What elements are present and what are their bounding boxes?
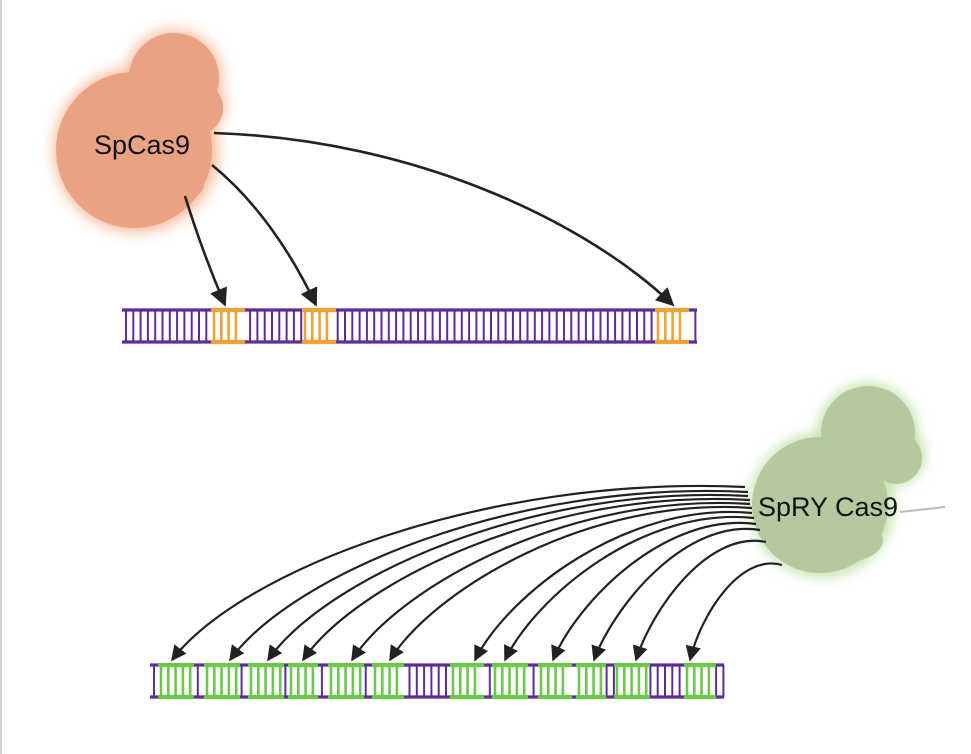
spry-label: SpRY Cas9 xyxy=(758,492,898,522)
curved-arrow-icon xyxy=(685,562,783,662)
curved-arrow-icon xyxy=(213,131,675,307)
curved-arrow-icon xyxy=(632,539,767,662)
curved-arrow-icon xyxy=(211,163,318,307)
dna-ladder-icon xyxy=(150,662,725,700)
dna-ladder-icon xyxy=(122,307,697,345)
curved-arrow-icon xyxy=(389,505,753,662)
curved-arrow-icon xyxy=(591,527,761,662)
curved-arrow-icon xyxy=(183,195,227,307)
curved-arrow-icon xyxy=(267,493,749,662)
curved-arrow-icon xyxy=(504,515,755,662)
protein-blob-icon xyxy=(752,386,922,573)
curved-arrow-icon xyxy=(171,484,746,662)
curved-arrow-icon xyxy=(229,489,749,662)
arrow-tail xyxy=(899,506,946,513)
curved-arrow-icon xyxy=(351,501,751,662)
spcas9-label: SpCas9 xyxy=(94,130,190,160)
spcas9-arrows xyxy=(183,131,675,307)
spcas9-protein: SpCas9 xyxy=(54,30,225,232)
curved-arrow-icon xyxy=(474,510,753,662)
protein-blob-icon xyxy=(56,33,223,228)
curved-arrow-icon xyxy=(302,497,751,662)
spry-protein: SpRY Cas9 xyxy=(750,383,925,577)
curved-arrow-icon xyxy=(551,521,757,662)
spry-arrows xyxy=(171,484,946,662)
